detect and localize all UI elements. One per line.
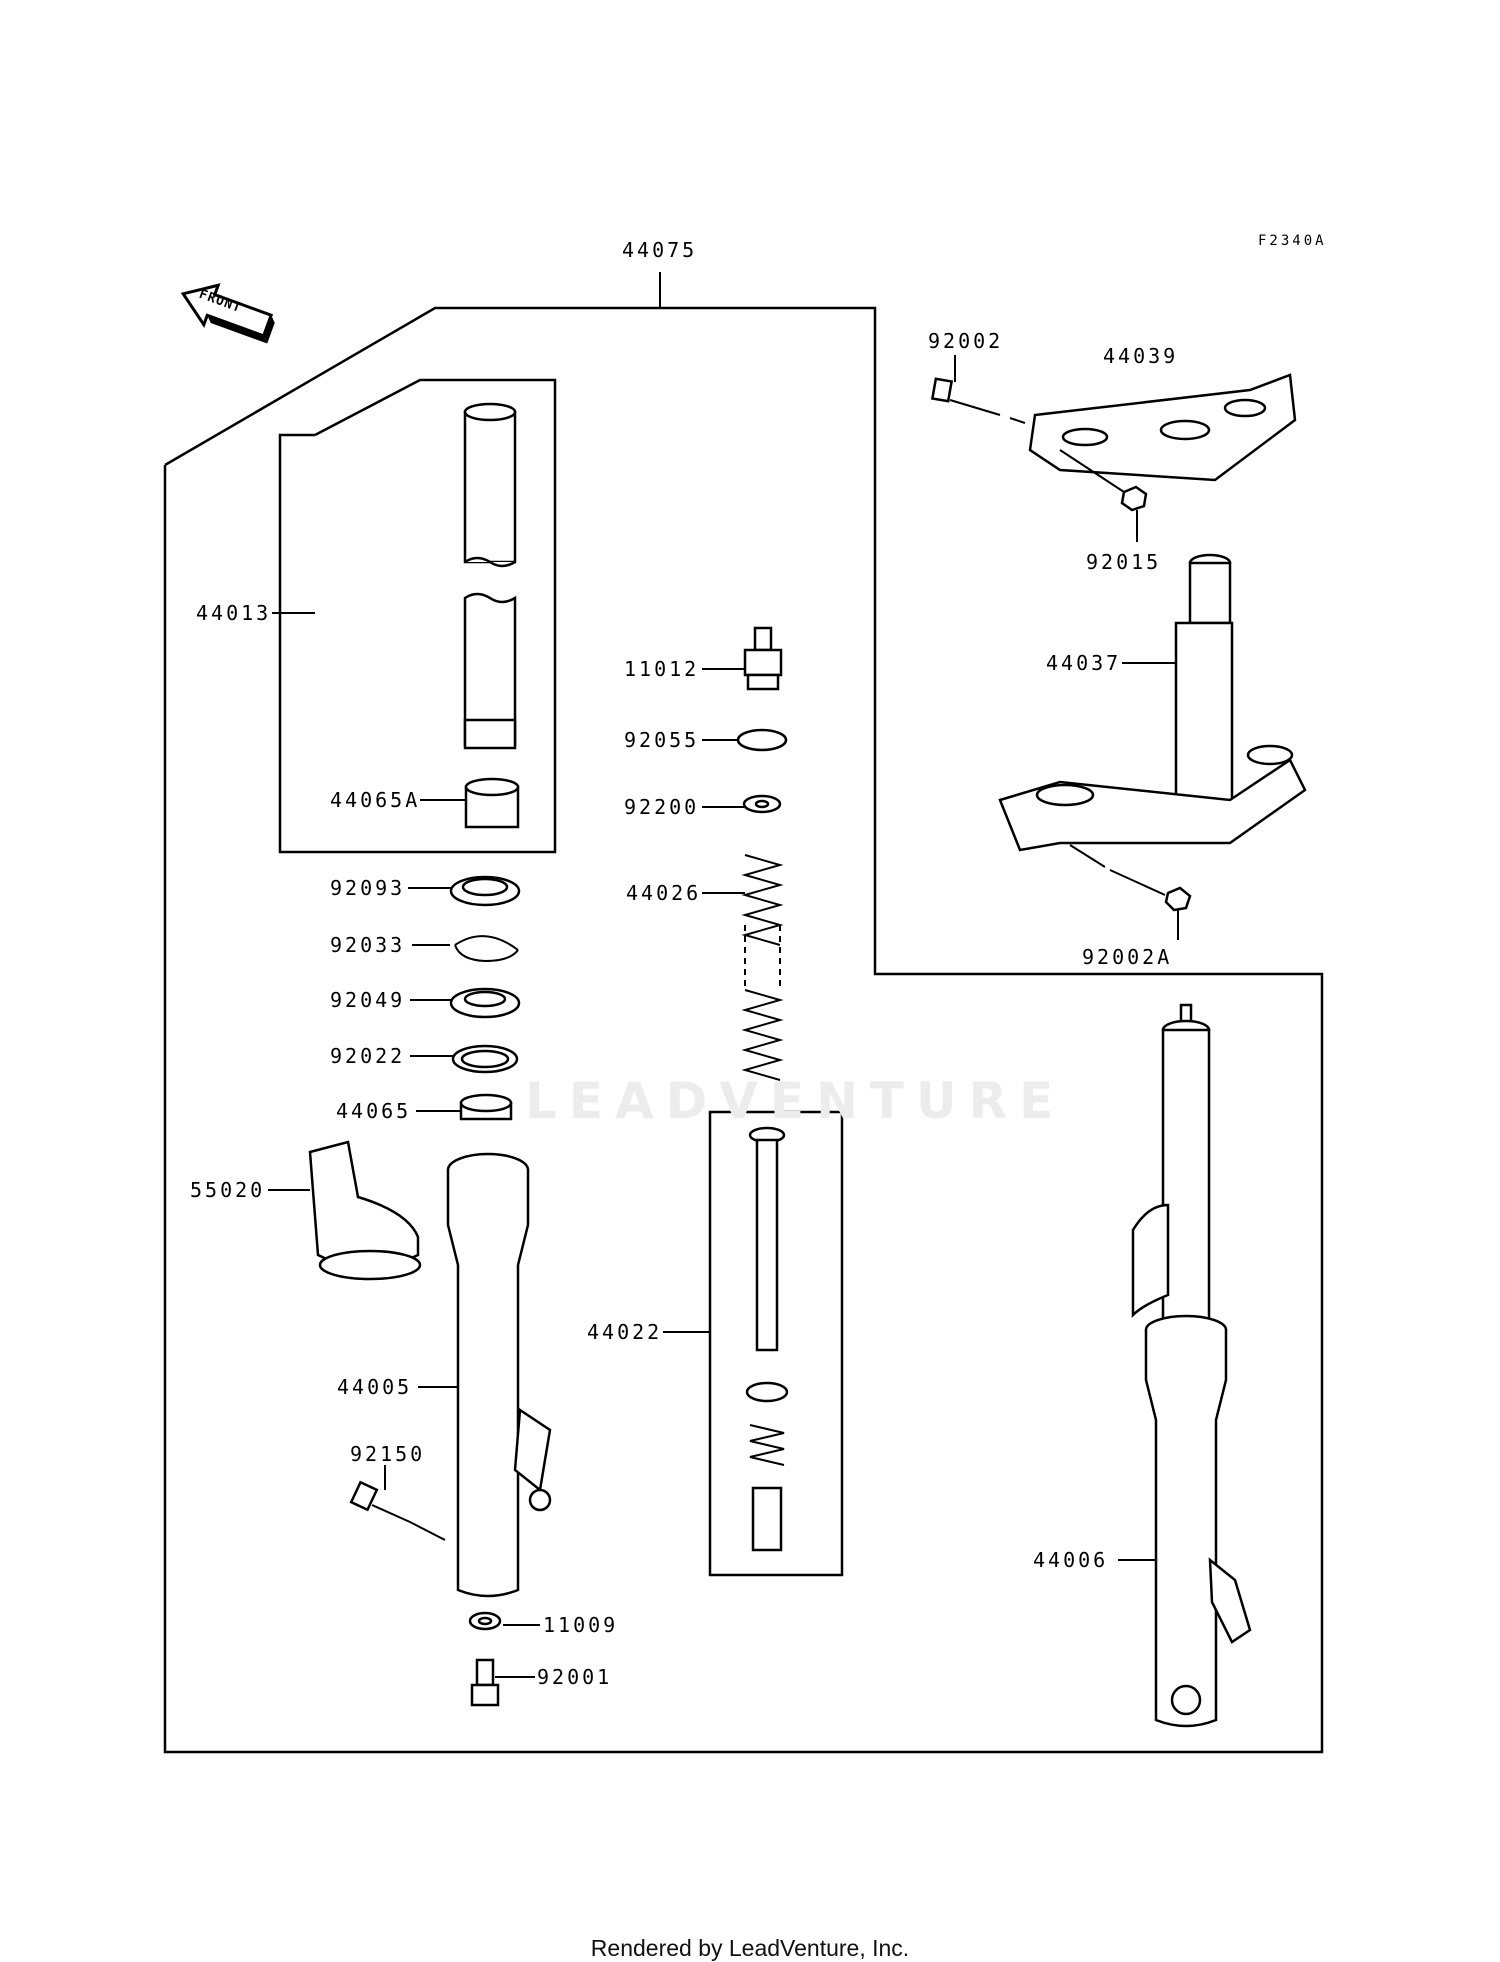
diagram-code: F2340A bbox=[1258, 233, 1327, 249]
bolt-92150 bbox=[349, 1480, 446, 1541]
inner-tube bbox=[463, 402, 517, 750]
part-label-11012[interactable]: 11012 bbox=[624, 657, 700, 681]
fork-guard bbox=[308, 1140, 422, 1281]
footer-credit: Rendered by LeadVenture, Inc. bbox=[590, 1935, 910, 1961]
part-label-44013[interactable]: 44013 bbox=[196, 601, 272, 625]
top-bracket bbox=[1028, 373, 1297, 482]
part-label-55020[interactable]: 55020 bbox=[190, 1178, 266, 1202]
bushing-44065 bbox=[459, 1093, 513, 1121]
part-label-92200[interactable]: 92200 bbox=[624, 795, 700, 819]
o-ring-92055 bbox=[736, 728, 788, 752]
part-label-44005[interactable]: 44005 bbox=[337, 1375, 413, 1399]
oil-seal-92093 bbox=[449, 875, 521, 907]
damper-rod-44022 bbox=[745, 1126, 789, 1552]
inner-tube-frame bbox=[278, 378, 557, 854]
fork-assembly-right bbox=[1131, 1003, 1252, 1728]
valve-11012 bbox=[743, 626, 783, 691]
ring-92022 bbox=[451, 1044, 519, 1074]
outer-tube-left bbox=[446, 1152, 552, 1598]
washer-92200 bbox=[742, 794, 782, 814]
part-label-11009[interactable]: 11009 bbox=[543, 1613, 619, 1637]
part-label-92015[interactable]: 92015 bbox=[1086, 550, 1162, 574]
part-label-92049[interactable]: 92049 bbox=[330, 988, 406, 1012]
damper-frame bbox=[708, 1110, 844, 1577]
part-label-44026[interactable]: 44026 bbox=[626, 881, 702, 905]
part-label-92002[interactable]: 92002 bbox=[928, 329, 1004, 353]
washer-92049 bbox=[449, 987, 521, 1019]
part-label-92022[interactable]: 92022 bbox=[330, 1044, 406, 1068]
part-label-92150[interactable]: 92150 bbox=[350, 1442, 426, 1466]
watermark: LEADVENTURE bbox=[525, 1072, 1066, 1130]
part-label-44065[interactable]: 44065 bbox=[336, 1099, 412, 1123]
bolt-92001 bbox=[470, 1658, 500, 1707]
assembly-label-44075[interactable]: 44075 bbox=[622, 238, 698, 262]
washer-11009 bbox=[468, 1611, 502, 1631]
bolt-92002 bbox=[930, 377, 1026, 424]
nut-92015 bbox=[1059, 449, 1148, 512]
steering-stem bbox=[998, 553, 1307, 852]
part-label-44039[interactable]: 44039 bbox=[1103, 344, 1179, 368]
bushing-44065A bbox=[464, 777, 520, 829]
assembly-frame bbox=[163, 306, 1324, 1754]
part-label-92055[interactable]: 92055 bbox=[624, 728, 700, 752]
part-label-44037[interactable]: 44037 bbox=[1046, 651, 1122, 675]
part-label-92093[interactable]: 92093 bbox=[330, 876, 406, 900]
part-label-44022[interactable]: 44022 bbox=[587, 1320, 663, 1344]
front-arrow-icon bbox=[180, 283, 275, 344]
snap-ring-92033 bbox=[454, 935, 519, 963]
part-label-92002A[interactable]: 92002A bbox=[1082, 945, 1173, 969]
bolt-92002A bbox=[1069, 844, 1192, 912]
part-label-44006[interactable]: 44006 bbox=[1033, 1548, 1109, 1572]
spring-44026 bbox=[741, 854, 784, 1081]
part-label-92033[interactable]: 92033 bbox=[330, 933, 406, 957]
part-label-44065A[interactable]: 44065A bbox=[330, 788, 421, 812]
part-label-92001[interactable]: 92001 bbox=[537, 1665, 613, 1689]
